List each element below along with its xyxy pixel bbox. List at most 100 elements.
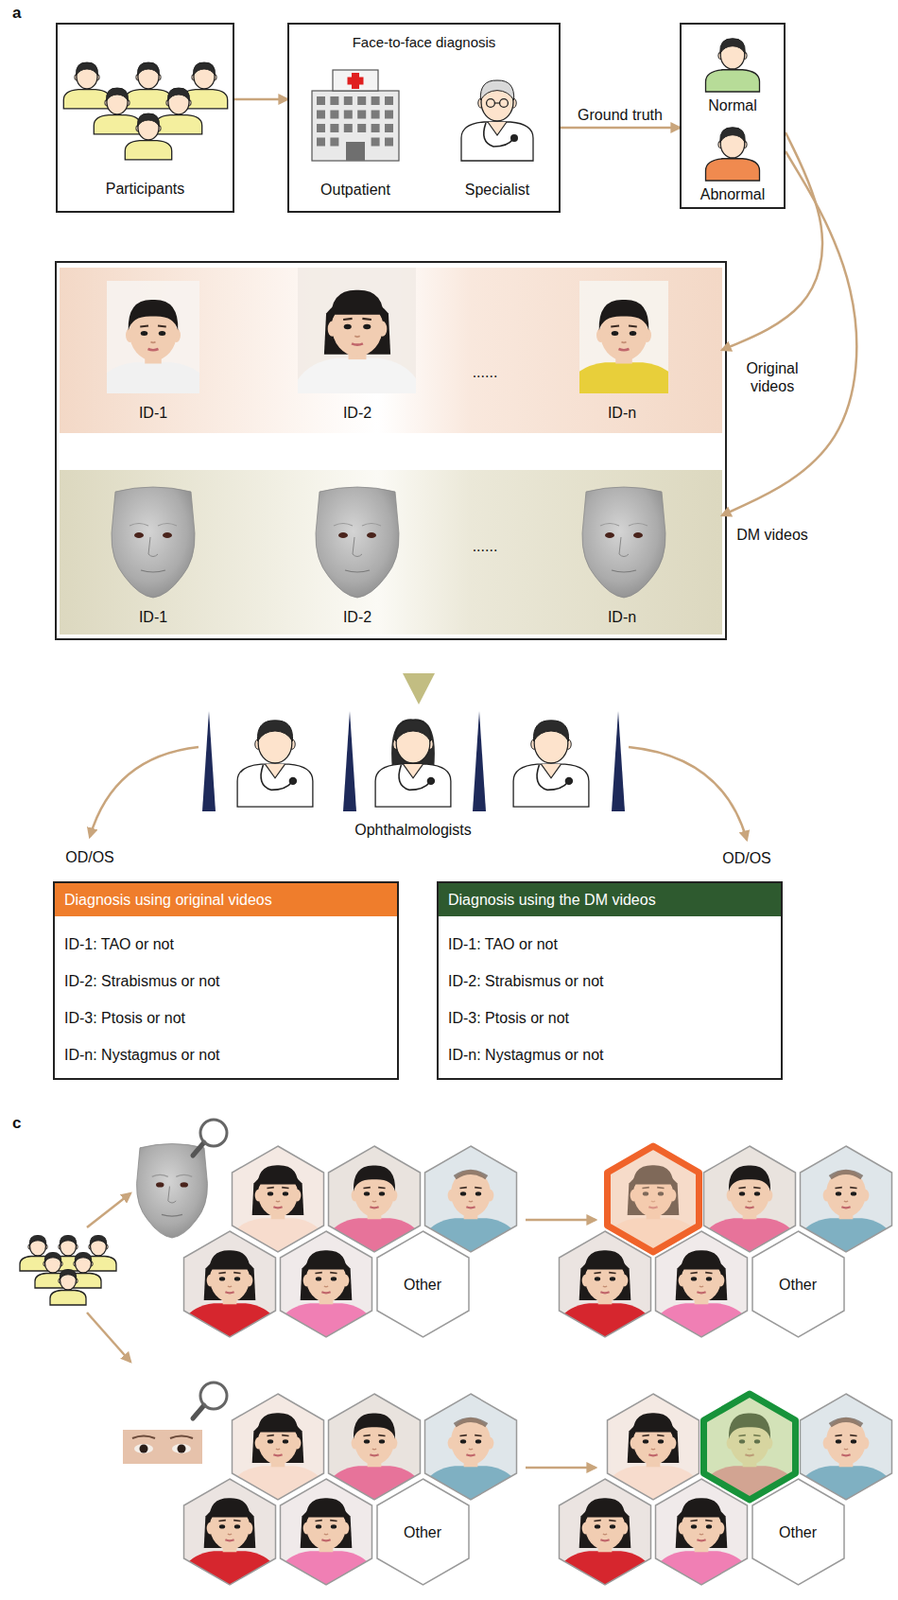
eye (219, 1523, 225, 1528)
mouth (369, 1206, 379, 1208)
hex-outline (184, 1230, 277, 1337)
mouth (744, 1206, 754, 1208)
stethoscope (536, 764, 569, 790)
body (375, 763, 451, 807)
eyebrow (233, 1271, 241, 1275)
node-text: Participants (105, 179, 186, 198)
node-text-line: ID-3: Ptosis or not (54, 1008, 398, 1027)
eyebrow (378, 1433, 385, 1437)
specialist-icon (461, 80, 534, 161)
collar (403, 763, 424, 778)
hex-outline (656, 1230, 748, 1337)
collar (541, 763, 562, 778)
nose (227, 1532, 232, 1535)
connector-arrow (234, 98, 288, 102)
participants-box: Participants (55, 22, 235, 213)
mask-brow (157, 523, 177, 527)
photo-background (605, 1143, 701, 1254)
hospital-window (344, 96, 353, 105)
nose (324, 1532, 329, 1535)
body (237, 763, 313, 807)
hair (75, 62, 98, 76)
nose (468, 1199, 473, 1202)
magnifier-handle (192, 1141, 205, 1156)
clothing (647, 1550, 755, 1589)
label: OD/OS (0, 847, 185, 866)
hospital-window (316, 110, 326, 120)
eyebrow (608, 1519, 616, 1522)
mouth (619, 348, 630, 350)
divider-spike (343, 710, 357, 812)
eyebrow (593, 1519, 601, 1522)
divider-spike (202, 710, 216, 812)
mask-face (582, 486, 666, 598)
eye (629, 330, 638, 336)
eye (315, 1523, 322, 1528)
node-text-line: ID-n (574, 403, 670, 422)
collar (265, 763, 286, 778)
eye (611, 330, 620, 336)
eye-white (134, 1443, 154, 1453)
mouth (466, 1453, 475, 1455)
body (706, 158, 760, 181)
hex-shape (377, 1230, 469, 1337)
eye-white (172, 1443, 191, 1453)
nose (151, 341, 156, 345)
label: Outpatient (260, 180, 450, 199)
edge-label: Original videos (729, 359, 815, 396)
hospital-window (371, 123, 380, 133)
eye (330, 1523, 337, 1528)
eye-brow (170, 1435, 193, 1439)
hospital-window (371, 110, 380, 120)
mouth (841, 1206, 850, 1208)
node-text-line: ID-n: Nystagmus or not (438, 1045, 781, 1064)
hair (533, 720, 569, 742)
option-hex: Other (752, 1230, 845, 1337)
hospital-window (384, 96, 394, 105)
mouth (600, 1291, 609, 1293)
hex-outline (232, 1393, 325, 1500)
eyebrow (362, 1433, 370, 1437)
nose (354, 334, 360, 338)
mouth (600, 1538, 609, 1540)
hex-shape (752, 1230, 845, 1337)
connector-arrow (560, 126, 680, 130)
node-text: Other (778, 1275, 817, 1294)
eye (594, 1276, 601, 1280)
node-text-line: ...... (437, 362, 533, 381)
eye (363, 1191, 370, 1195)
photo-background (702, 1391, 797, 1502)
magnifier-handle (192, 1404, 205, 1418)
body (93, 115, 140, 135)
mask-eye (366, 532, 377, 538)
hair-fringe (584, 1249, 625, 1275)
diagnosis-result-box: Diagnosis using the DM videosID-1: TAO o… (436, 880, 783, 1080)
original-video-band: ID-1ID-2......ID-n (59, 267, 723, 433)
highlight-outline (607, 1145, 700, 1252)
label-holder: OD/OS (652, 848, 842, 867)
hex-shape (377, 1478, 469, 1585)
mask-brow (362, 523, 381, 527)
hair (257, 720, 293, 742)
eye (234, 1523, 241, 1528)
eye (642, 1438, 649, 1443)
divider-spike (611, 710, 625, 812)
body (155, 115, 202, 135)
nose (468, 1447, 473, 1450)
label-holder: c (12, 1113, 21, 1132)
hospital-window (371, 96, 380, 105)
stethoscope (483, 122, 514, 147)
eyebrow (459, 1433, 467, 1437)
photo-hex (175, 1228, 283, 1342)
mouth (224, 1291, 234, 1293)
nose (651, 1447, 656, 1450)
child-photo (579, 280, 669, 394)
hex-outline (425, 1393, 518, 1500)
mask-eye (338, 532, 348, 538)
highlight-outline (704, 1393, 796, 1500)
node-text: Other (403, 1522, 442, 1541)
magnifier-glass (200, 1381, 227, 1409)
mask-eye (180, 1181, 190, 1187)
